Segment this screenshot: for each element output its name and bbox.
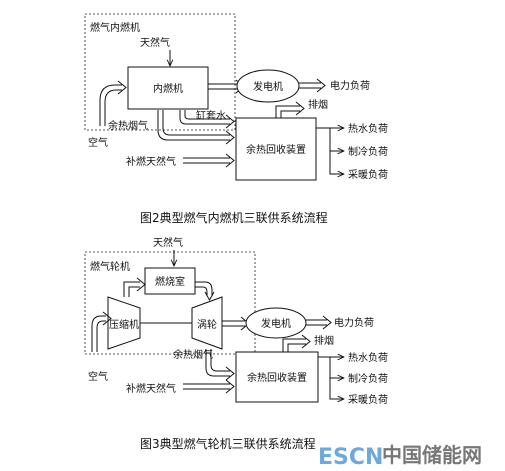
cooling-label: 制冷负荷 xyxy=(348,145,388,158)
fig3-air-label: 空气 xyxy=(88,370,108,383)
fig3-hot-water-label: 热水负荷 xyxy=(348,351,388,364)
turbine-label: 涡轮 xyxy=(197,318,217,331)
compressor-shape xyxy=(107,296,141,350)
jacket-water-arrow xyxy=(179,110,230,125)
escn-logo-text: ESCN xyxy=(318,445,383,470)
gas-engine-boundary xyxy=(84,13,236,131)
aux-gas-label: 补燃天然气 xyxy=(126,155,176,168)
generator-ellipse xyxy=(236,69,300,103)
natural-gas-label: 天然气 xyxy=(140,36,170,49)
fig3-generator-to-power-arrow xyxy=(306,319,327,326)
air-inlet-arrow xyxy=(99,84,122,126)
combustor-box xyxy=(144,267,196,295)
fig3-cooling-label: 制冷负荷 xyxy=(348,372,388,385)
fig3-heat-recovery-label: 余热回收装置 xyxy=(247,371,307,384)
jacket-water-label: 缸套水 xyxy=(196,109,226,122)
figure-3-caption: 图3典型燃气轮机三联供系统流程 xyxy=(140,436,316,451)
exhaust-arrow xyxy=(275,105,300,118)
generator-to-power-arrow xyxy=(299,82,321,89)
turbine-shape xyxy=(191,296,223,350)
heat-recovery-label: 余热回收装置 xyxy=(246,143,306,156)
combustor-label: 燃烧室 xyxy=(155,275,185,288)
flue-gas-arrow xyxy=(157,110,230,141)
fig3-aux-gas-arrow xyxy=(183,383,230,390)
power-load-label: 电力负荷 xyxy=(330,79,370,92)
fig3-heat-recovery-box xyxy=(235,351,319,403)
compressor-label: 压缩机 xyxy=(109,318,139,331)
gas-turbine-boundary xyxy=(84,251,256,355)
fig3-generator-label: 发电机 xyxy=(261,317,291,330)
fig3-aux-gas-label: 补燃天然气 xyxy=(126,382,176,395)
fig3-exhaust-arrow xyxy=(282,338,306,352)
heat-recovery-box xyxy=(235,117,317,181)
fig3-natural-gas-label: 天然气 xyxy=(153,236,183,249)
combustor-to-turbine-arrow xyxy=(195,281,213,296)
fig3-flue-gas-arrow xyxy=(205,349,230,377)
heating-label: 采暖负荷 xyxy=(348,168,388,181)
air-label: 空气 xyxy=(88,136,108,149)
gas-turbine-group-label: 燃气轮机 xyxy=(90,260,130,273)
generator-label: 发电机 xyxy=(253,80,283,93)
fig3-generator-ellipse xyxy=(245,307,307,339)
fig3-flue-gas-label: 余热烟气 xyxy=(173,348,213,361)
hot-water-label: 热水负荷 xyxy=(348,122,388,135)
engine-box xyxy=(127,66,209,110)
escn-watermark: ESCN 中国储能网 xyxy=(318,443,482,470)
fig3-heating-label: 采暖负荷 xyxy=(348,393,388,406)
gas-engine-group-label: 燃气内燃机 xyxy=(90,21,140,34)
turbine-to-generator-arrow xyxy=(222,320,245,327)
fig3-exhaust-label: 排烟 xyxy=(314,334,334,347)
figure-2: 燃气内燃机 天然气 内燃机 发电机 电力负荷 空气 余热烟气 缸套水 补燃天然气 xyxy=(84,13,388,225)
flue-gas-label: 余热烟气 xyxy=(108,119,148,132)
engine-label: 内燃机 xyxy=(153,82,183,95)
watermark-site-name: 中国储能网 xyxy=(382,443,482,467)
fig3-power-load-label: 电力负荷 xyxy=(334,316,374,329)
fig3-air-inlet-arrow xyxy=(91,315,106,352)
engine-to-generator-arrow xyxy=(208,83,240,90)
figure-2-caption: 图2典型燃气内燃机三联供系统流程 xyxy=(140,210,328,225)
exhaust-label: 排烟 xyxy=(308,98,328,111)
aux-gas-arrow xyxy=(183,157,230,164)
compressor-to-combustor-arrow xyxy=(123,281,140,297)
figure-3: 天然气 燃气轮机 燃烧室 压缩机 涡轮 空气 发电机 电力负荷 xyxy=(84,236,388,451)
